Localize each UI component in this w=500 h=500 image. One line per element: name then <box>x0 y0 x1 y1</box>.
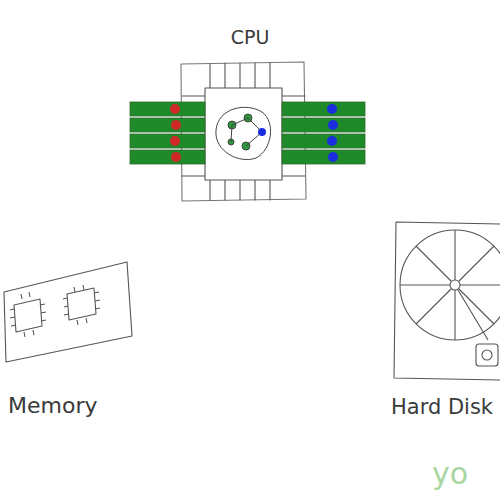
component-label: Hard Disk <box>386 395 498 419</box>
hard-disk: Hard Disk <box>386 215 498 425</box>
component-label: Memory <box>0 393 140 418</box>
watermark: yo <box>432 456 468 491</box>
cpu-unit: CPU <box>130 22 370 204</box>
component-label: CPU <box>130 26 370 48</box>
memory-module: Memory <box>0 255 140 425</box>
